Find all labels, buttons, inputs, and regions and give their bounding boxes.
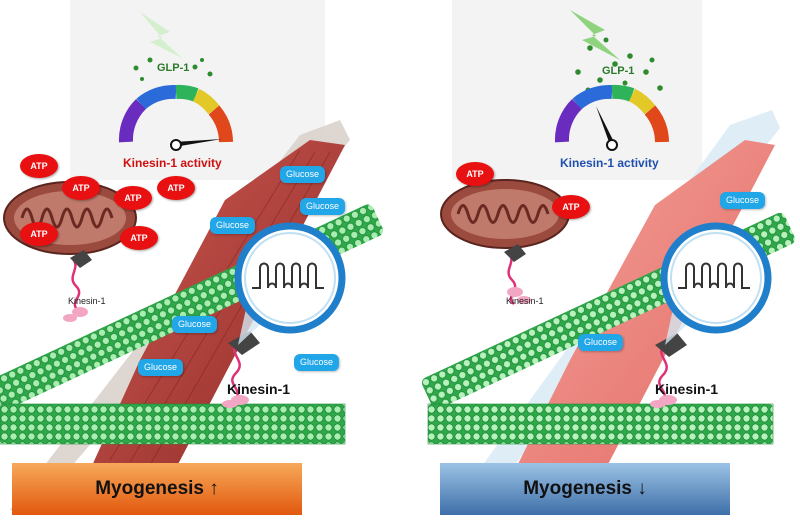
gauge-needle xyxy=(174,139,222,147)
atp-bubble: ATP xyxy=(456,162,494,186)
kinesin-motor-small xyxy=(63,250,92,322)
lightning-bolt-icon xyxy=(570,10,620,60)
atp-bubble: ATP xyxy=(20,222,58,246)
atp-bubble: ATP xyxy=(114,186,152,210)
glp1-dots xyxy=(133,57,213,81)
glucose-tag: Glucose xyxy=(280,166,326,183)
kinesin-large-label: Kinesin-1 xyxy=(227,381,291,397)
glucose-tag: Glucose xyxy=(300,198,346,215)
glucose-tag: Glucose xyxy=(578,334,624,351)
right-panel-low-glp1: GLP-1 Kinesin-1 activity ATP ATP Glucose… xyxy=(400,0,800,522)
left-panel-high-glp1: GLP-1 Kinesin-1 activity ATP ATP ATP ATP… xyxy=(0,0,384,515)
glucose-tag: Glucose xyxy=(138,359,184,376)
right-illustration xyxy=(421,10,795,515)
microtubule-lower xyxy=(428,404,773,444)
lightning-bolt-icon xyxy=(140,12,182,58)
atp-bubble: ATP xyxy=(62,176,100,200)
activity-gauge xyxy=(554,84,669,143)
glp1-label: GLP-1 xyxy=(602,65,635,77)
activity-gauge xyxy=(118,84,233,143)
glucose-tag: Glucose xyxy=(172,316,218,333)
kinesin-small-label: Kinesin-1 xyxy=(68,296,106,306)
atp-bubble: ATP xyxy=(120,226,158,250)
kinesin-motor-large xyxy=(650,333,687,408)
atp-bubble: ATP xyxy=(157,176,195,200)
myogenesis-down-banner: Myogenesis ↓ xyxy=(440,463,730,515)
glp1-label: GLP-1 xyxy=(157,62,190,74)
myogenesis-up-banner: Myogenesis ↑ xyxy=(12,463,302,515)
glucose-tag: Glucose xyxy=(294,354,340,371)
left-illustration xyxy=(0,12,384,515)
microtubule-lower xyxy=(0,404,345,444)
glucose-tag: Glucose xyxy=(210,217,256,234)
gauge-needle xyxy=(596,106,613,142)
banner-label: Myogenesis ↓ xyxy=(523,478,647,499)
atp-bubble: ATP xyxy=(552,195,590,219)
kinesin-large-label: Kinesin-1 xyxy=(655,381,719,397)
mitochondrion xyxy=(440,179,570,249)
kinesin-motor-small xyxy=(504,244,531,305)
kinesin-motor-large xyxy=(222,331,260,408)
gauge-label: Kinesin-1 activity xyxy=(560,156,659,170)
gauge-label: Kinesin-1 activity xyxy=(123,156,222,170)
kinesin-small-label: Kinesin-1 xyxy=(506,296,544,306)
banner-label: Myogenesis ↑ xyxy=(95,478,219,499)
magnifier-lens xyxy=(234,222,346,345)
atp-bubble: ATP xyxy=(20,154,58,178)
glucose-tag: Glucose xyxy=(720,192,766,209)
magnifier-lens xyxy=(660,222,772,345)
